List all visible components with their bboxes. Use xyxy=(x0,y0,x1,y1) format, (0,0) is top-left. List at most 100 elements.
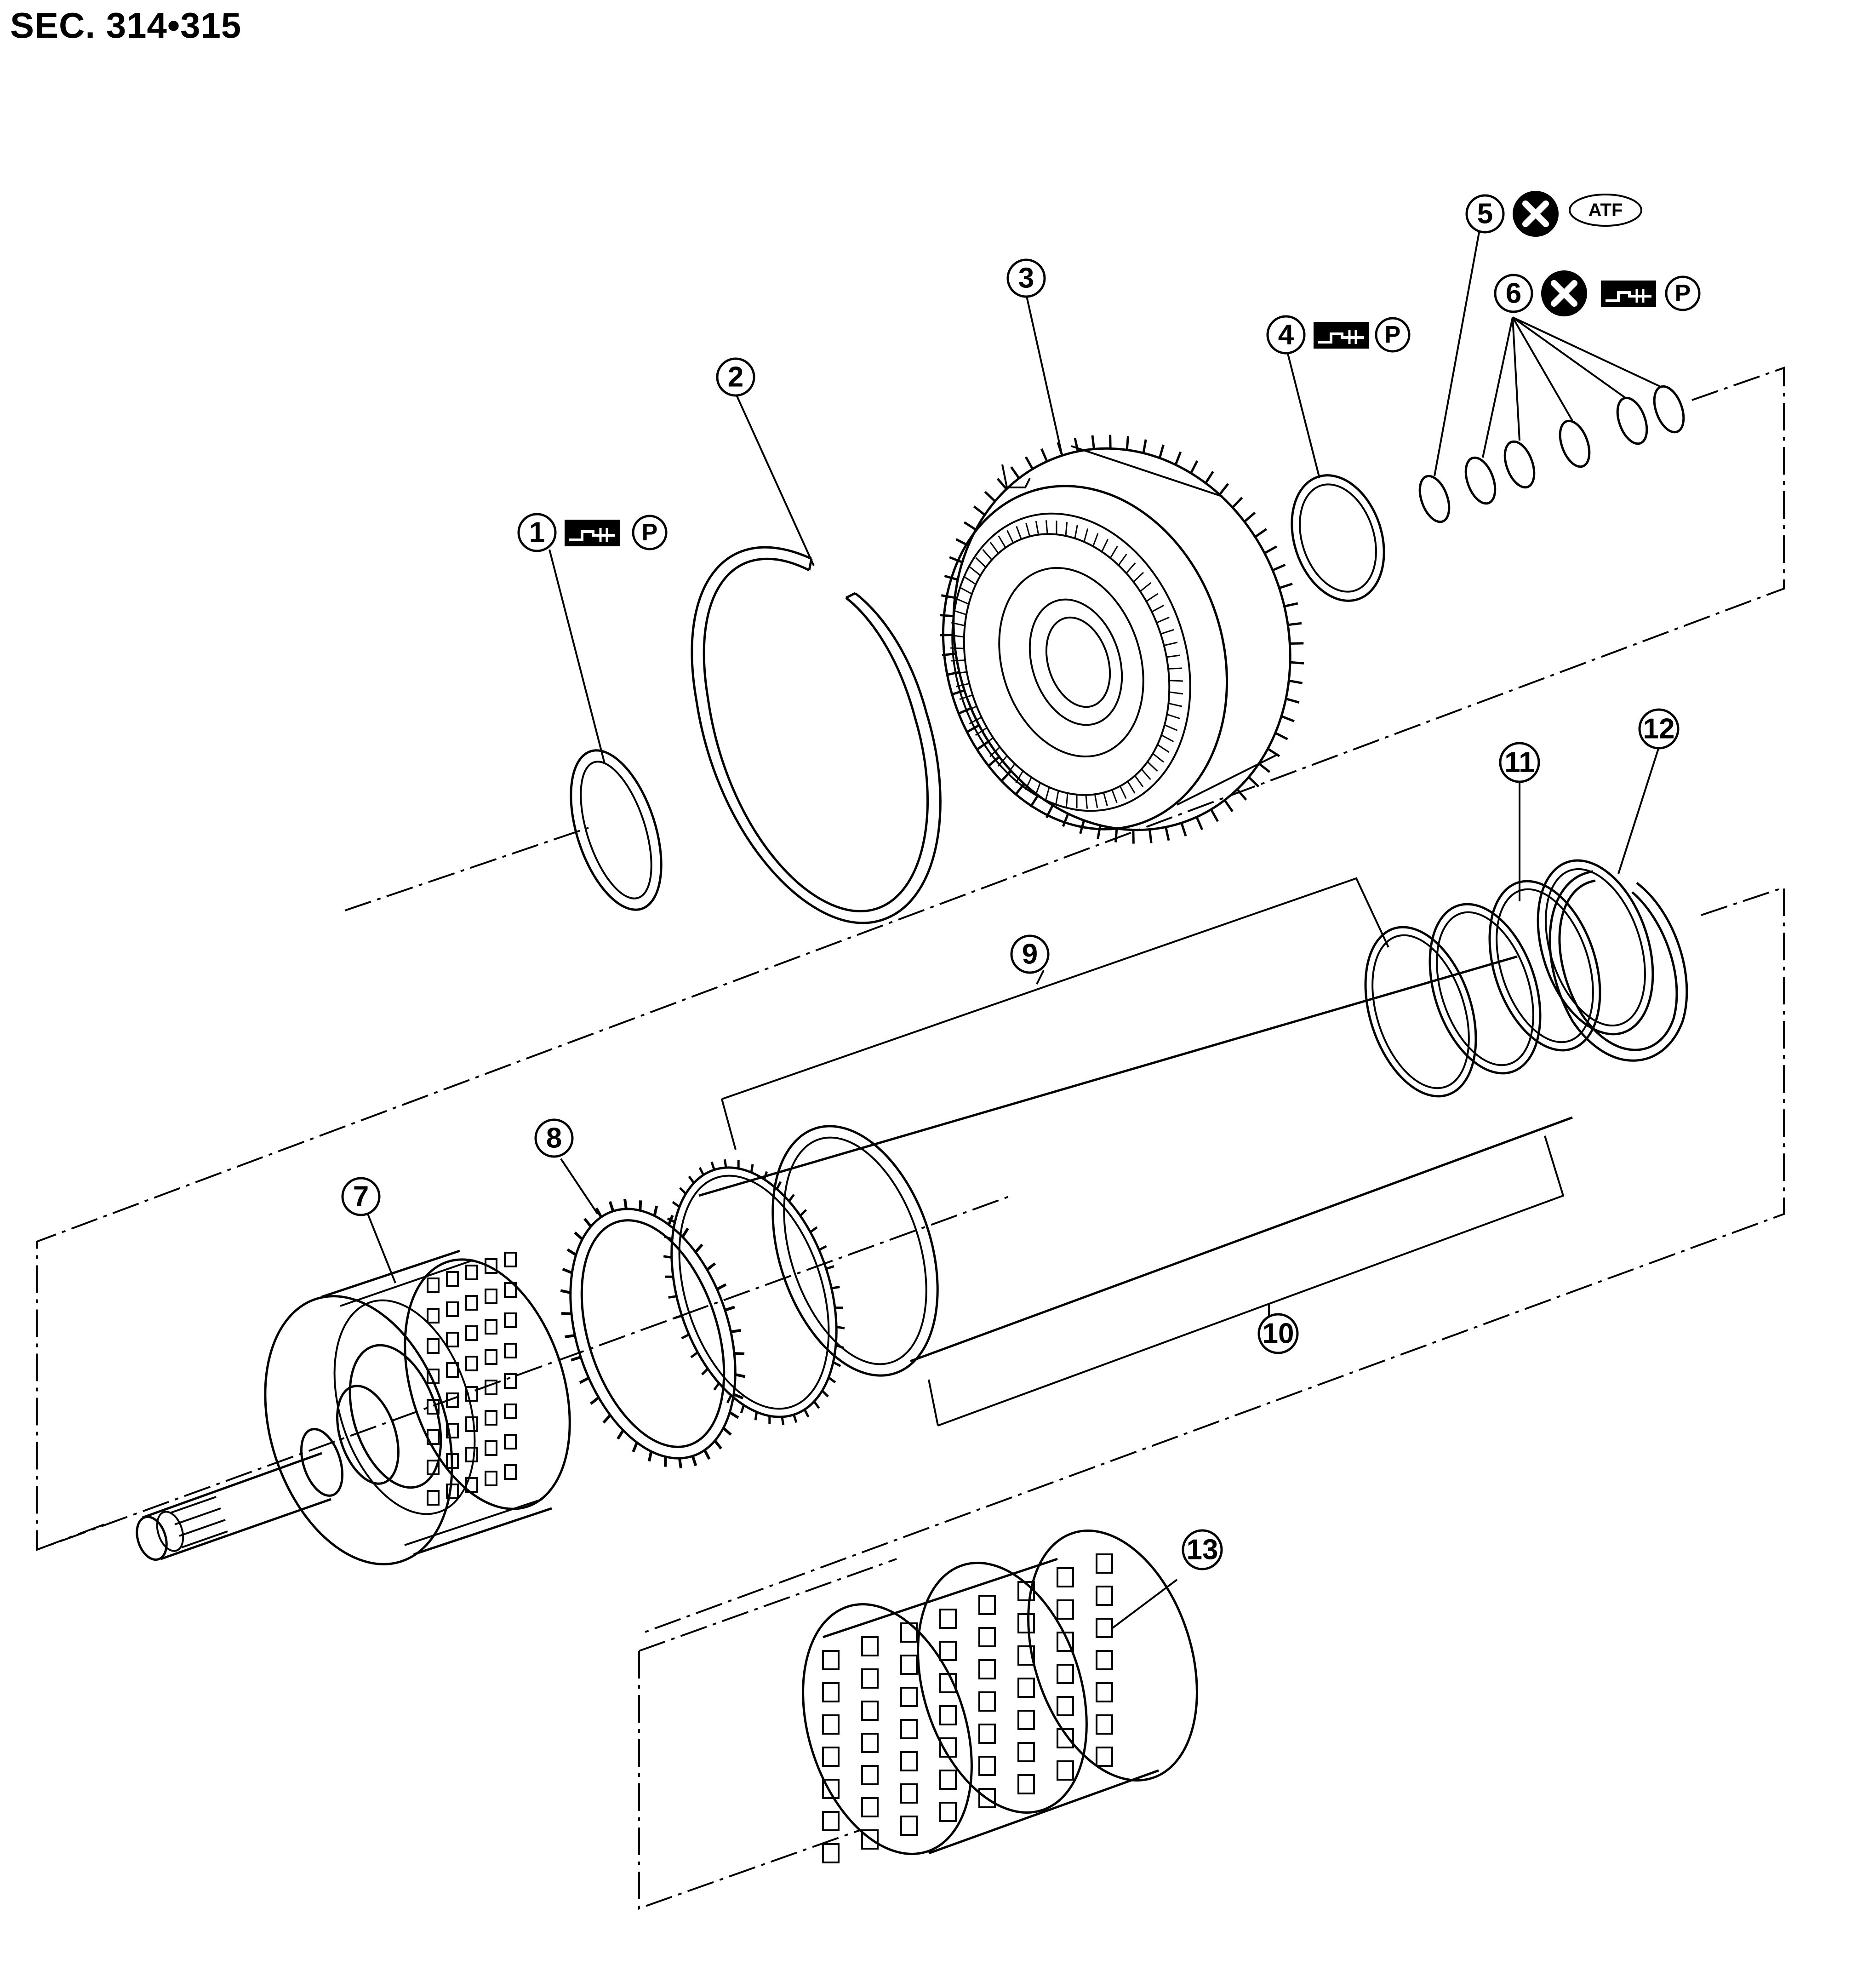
callout-6-number: 6 xyxy=(1506,278,1521,309)
gear-tooth xyxy=(1161,734,1174,742)
tool-icon xyxy=(1314,322,1369,349)
gear-tooth xyxy=(1142,439,1147,453)
slot xyxy=(978,1627,996,1647)
gear-tooth xyxy=(1083,528,1089,542)
slot xyxy=(504,1434,517,1449)
slot xyxy=(822,1811,840,1831)
gear-tooth xyxy=(1109,545,1118,559)
slot xyxy=(465,1477,478,1493)
gear-tooth xyxy=(1279,583,1293,590)
gear-tooth xyxy=(1168,667,1182,670)
callout-13-number: 13 xyxy=(1187,1534,1218,1566)
slot xyxy=(485,1440,497,1456)
callout-12: 12 xyxy=(1638,708,1680,750)
gear-tooth xyxy=(1133,572,1144,583)
gear-tooth xyxy=(1034,782,1041,796)
gear-tooth xyxy=(982,549,993,561)
gear-tooth xyxy=(1091,435,1095,449)
callout-13: 13 xyxy=(1182,1529,1223,1570)
slot xyxy=(978,1659,996,1679)
slot xyxy=(861,1701,879,1721)
slot xyxy=(822,1779,840,1799)
gear-tooth xyxy=(964,705,977,713)
slot xyxy=(1096,1747,1113,1767)
gear-tooth xyxy=(663,1255,672,1259)
gear-tooth xyxy=(1205,470,1214,484)
gear-tooth xyxy=(1284,602,1298,607)
gear-tooth xyxy=(734,1352,745,1355)
gear-tooth xyxy=(1029,795,1039,808)
slot xyxy=(978,1691,996,1712)
p-icon: P xyxy=(1665,275,1701,311)
gear-tooth xyxy=(726,1395,732,1404)
gear-tooth xyxy=(1103,792,1108,806)
slot xyxy=(465,1265,478,1280)
slot xyxy=(504,1404,517,1419)
gear-tooth xyxy=(681,1227,689,1238)
slot xyxy=(1017,1774,1035,1794)
slot xyxy=(939,1802,957,1822)
gear-tooth xyxy=(969,716,982,725)
gear-tooth xyxy=(595,1207,603,1218)
gear-tooth xyxy=(1055,791,1059,805)
gear-tooth xyxy=(1169,691,1183,695)
callout-11-number: 11 xyxy=(1504,747,1535,779)
callout-9: 9 xyxy=(1010,934,1050,974)
gear-tooth xyxy=(724,1306,735,1312)
gear-tooth xyxy=(722,1427,732,1436)
slot xyxy=(939,1737,957,1758)
gear-tooth xyxy=(1006,530,1014,544)
gear-tooth xyxy=(818,1245,827,1251)
gear-tooth xyxy=(602,1414,611,1424)
gear-tooth xyxy=(1236,788,1247,801)
gear-tooth xyxy=(1254,528,1268,538)
gear-tooth xyxy=(617,1429,624,1440)
gear-tooth xyxy=(1134,775,1144,787)
gear-tooth xyxy=(731,1329,741,1333)
slot xyxy=(861,1829,879,1850)
part-8-clutch-plate xyxy=(560,1198,746,1469)
gear-tooth xyxy=(1010,466,1020,479)
callout-4: 4 P xyxy=(1266,315,1411,355)
slot xyxy=(1017,1645,1035,1666)
gear-tooth xyxy=(754,1412,758,1421)
gear-tooth xyxy=(632,1442,639,1453)
gear-tooth xyxy=(1146,593,1159,602)
slot xyxy=(446,1362,459,1378)
gear-tooth xyxy=(694,1243,703,1253)
gear-tooth xyxy=(1160,629,1174,635)
gear-tooth xyxy=(1000,770,1012,782)
gear-tooth xyxy=(1168,702,1183,707)
part-6-seal-rings xyxy=(1464,385,1685,505)
gear-tooth xyxy=(975,557,987,568)
slot xyxy=(900,1751,918,1771)
gear-tooth xyxy=(989,746,1000,757)
gear-tooth xyxy=(1164,724,1178,731)
gear-tooth xyxy=(1164,642,1178,647)
slot xyxy=(900,1783,918,1804)
callout-7: 7 xyxy=(341,1177,381,1216)
gear-tooth xyxy=(1244,511,1256,523)
gear-tooth xyxy=(1132,830,1135,844)
gear-tooth xyxy=(826,1265,834,1270)
slot xyxy=(1096,1682,1113,1702)
gear-tooth xyxy=(1127,781,1136,794)
gear-tooth xyxy=(959,694,973,700)
part-7-clutch-drum xyxy=(136,1249,571,1565)
slot xyxy=(427,1308,440,1323)
gear-tooth xyxy=(698,1167,705,1176)
gear-tooth xyxy=(949,556,963,563)
slot xyxy=(900,1655,918,1675)
slot xyxy=(978,1756,996,1776)
gear-tooth xyxy=(939,614,954,618)
gear-tooth xyxy=(975,727,988,736)
svg-text:ATF: ATF xyxy=(1588,200,1623,220)
gear-tooth xyxy=(714,1439,722,1449)
slot xyxy=(822,1747,840,1767)
gear-tooth xyxy=(1094,794,1098,808)
slot xyxy=(939,1770,957,1790)
gear-tooth xyxy=(1272,563,1286,572)
slot xyxy=(465,1416,478,1432)
slot xyxy=(446,1271,459,1287)
gear-tooth xyxy=(1287,622,1302,626)
